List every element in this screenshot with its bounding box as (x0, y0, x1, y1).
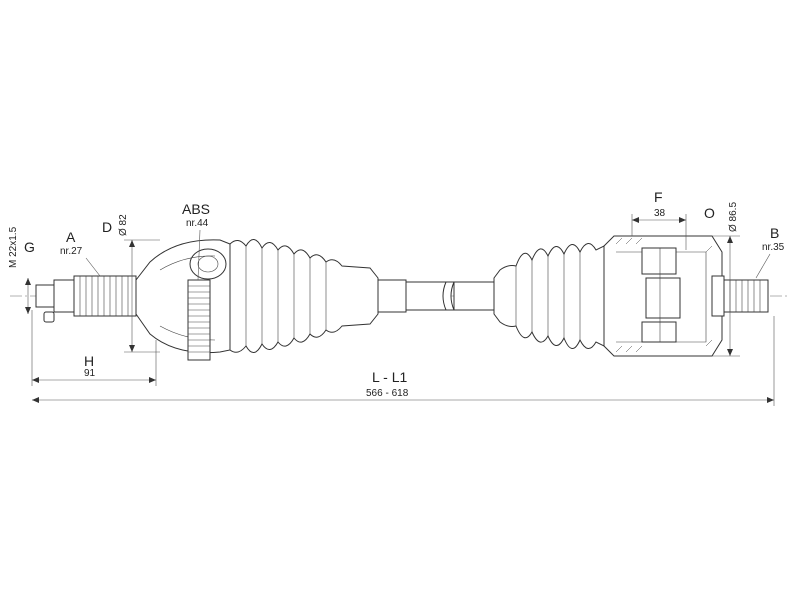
abs-tone-ring (187, 279, 211, 361)
label-l-value: 566 - 618 (366, 388, 409, 399)
m-thread-label: M 22x1.5 (8, 226, 19, 268)
label-l: L - L1 (372, 369, 407, 385)
label-a: A (66, 229, 76, 245)
intermediate-shaft (377, 279, 495, 313)
label-b: B (770, 225, 779, 241)
label-abs-nr: nr.44 (186, 218, 209, 229)
label-b-leader (755, 253, 771, 279)
left-threaded-stub (35, 275, 137, 323)
label-o: O (704, 205, 715, 221)
label-a-leader (85, 257, 101, 277)
outer-boot-folds (245, 246, 327, 346)
inner-boot (493, 243, 605, 349)
inner-tripod-housing (603, 235, 723, 357)
label-abs: ABS (182, 201, 210, 217)
abs-leader (197, 229, 201, 281)
outer-cv-joint (135, 239, 231, 354)
label-b-nr: nr.35 (762, 242, 785, 253)
label-d: D (102, 219, 112, 235)
label-g: G (24, 239, 35, 255)
label-o-diameter: Ø 86.5 (728, 202, 739, 232)
outer-boot (229, 239, 379, 353)
inner-boot-folds (515, 252, 581, 340)
label-f-value: 38 (654, 208, 666, 219)
label-d-diameter: Ø 82 (118, 214, 129, 236)
label-f: F (654, 189, 663, 205)
label-h: H (84, 353, 94, 369)
label-a-nr: nr.27 (60, 246, 83, 257)
label-h-value: 91 (84, 368, 96, 379)
right-splined-stub (711, 275, 769, 317)
